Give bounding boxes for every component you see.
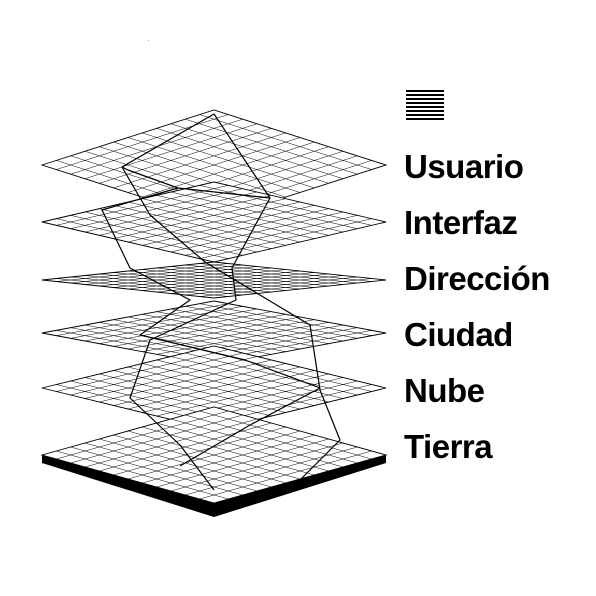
connection-path-2 (121, 166, 271, 199)
plane-interfaz (41, 181, 387, 263)
label-tierra: Tierra (404, 428, 493, 465)
connection-path-4 (121, 113, 341, 481)
label-usuario: Usuario (404, 148, 524, 185)
grid-line (199, 450, 372, 500)
grid-line (199, 114, 372, 170)
grid-line (199, 278, 372, 297)
plane-ciudad (41, 300, 387, 366)
connection-path-3 (101, 187, 321, 467)
plane-nube (41, 345, 387, 431)
speck (148, 40, 149, 41)
grid-line (185, 446, 358, 496)
grid-line (185, 276, 358, 296)
label-direccion: Dirección (404, 260, 550, 297)
connection-paths (101, 113, 341, 491)
grid-line (185, 215, 358, 256)
grid-line (199, 263, 372, 282)
plane-tierra (40, 406, 388, 517)
label-ciudad: Ciudad (404, 316, 513, 353)
label-nube: Nube (404, 372, 485, 409)
grid-line (199, 410, 372, 460)
layer-planes (40, 109, 388, 517)
connection-path-1 (129, 113, 271, 491)
label-interfaz: Interfaz (404, 204, 518, 241)
stacked-lines-icon (406, 90, 444, 122)
grid-line (199, 218, 372, 259)
grid-line (199, 303, 372, 336)
grid-line (199, 185, 372, 226)
ground-slab (42, 455, 386, 517)
plane-usuario (40, 109, 388, 221)
